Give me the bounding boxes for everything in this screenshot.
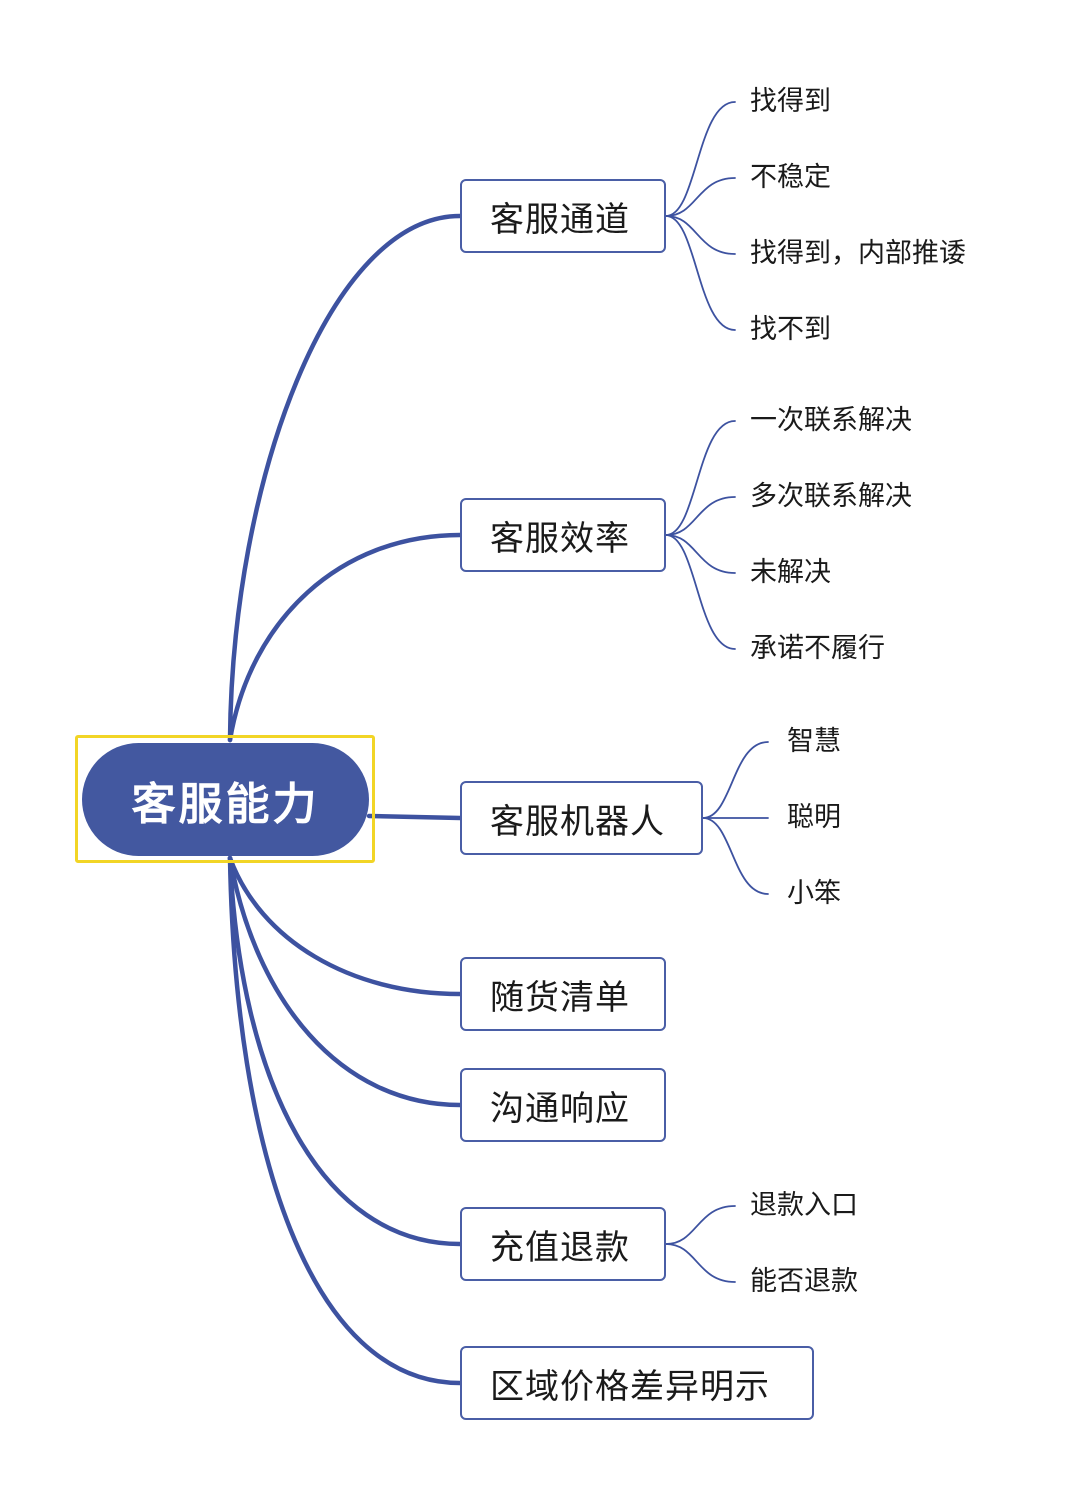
branch-to-leaf-line bbox=[665, 534, 736, 574]
root-selection-frame bbox=[75, 735, 375, 863]
leaf-node[interactable]: 未解决 bbox=[750, 557, 831, 588]
branch-to-leaf-line bbox=[665, 177, 736, 217]
branch-to-leaf-line bbox=[665, 215, 736, 255]
branch-node-regional-price-disclosure[interactable]: 区域价格差异明示 bbox=[460, 1346, 814, 1420]
branch-node-recharge-refund[interactable]: 充值退款 bbox=[460, 1207, 666, 1281]
leaf-node[interactable]: 承诺不履行 bbox=[750, 633, 885, 664]
branch-to-leaf-line bbox=[665, 1243, 736, 1283]
root-to-branch-line bbox=[366, 813, 463, 821]
leaf-node[interactable]: 不稳定 bbox=[750, 162, 831, 193]
root-to-branch-line bbox=[227, 855, 463, 1386]
branch-to-leaf-line bbox=[702, 817, 769, 895]
root-to-branch-line bbox=[227, 855, 463, 997]
branch-node-customer-channel[interactable]: 客服通道 bbox=[460, 179, 666, 253]
branch-to-leaf-line bbox=[665, 420, 736, 536]
branch-to-leaf-line bbox=[665, 496, 736, 536]
leaf-node[interactable]: 小笨 bbox=[787, 878, 841, 909]
branch-node-service-efficiency[interactable]: 客服效率 bbox=[460, 498, 666, 572]
root-to-branch-line bbox=[227, 213, 463, 743]
leaf-node[interactable]: 多次联系解决 bbox=[750, 481, 912, 512]
branch-to-leaf-line bbox=[665, 101, 736, 217]
leaf-node[interactable]: 一次联系解决 bbox=[750, 405, 912, 436]
root-to-branch-line bbox=[227, 855, 463, 1247]
root-node[interactable]: 客服能力 bbox=[82, 743, 369, 856]
leaf-node[interactable]: 找不到 bbox=[750, 314, 831, 345]
branch-to-leaf-line bbox=[665, 534, 736, 650]
branch-to-leaf-line bbox=[665, 1205, 736, 1245]
branch-node-packing-list[interactable]: 随货清单 bbox=[460, 957, 666, 1031]
branch-to-leaf-line bbox=[665, 215, 736, 331]
leaf-node[interactable]: 聪明 bbox=[787, 802, 841, 833]
leaf-node[interactable]: 能否退款 bbox=[750, 1266, 858, 1297]
leaf-node[interactable]: 找得到 bbox=[750, 86, 831, 117]
leaf-node[interactable]: 退款入口 bbox=[750, 1190, 858, 1221]
leaf-node[interactable]: 找得到，内部推诿 bbox=[750, 238, 966, 269]
branch-to-leaf-line bbox=[702, 741, 769, 819]
branch-node-communication-response[interactable]: 沟通响应 bbox=[460, 1068, 666, 1142]
branch-node-service-robot[interactable]: 客服机器人 bbox=[460, 781, 703, 855]
leaf-node[interactable]: 智慧 bbox=[787, 726, 841, 757]
root-to-branch-line bbox=[227, 855, 463, 1108]
root-to-branch-line bbox=[227, 532, 463, 743]
